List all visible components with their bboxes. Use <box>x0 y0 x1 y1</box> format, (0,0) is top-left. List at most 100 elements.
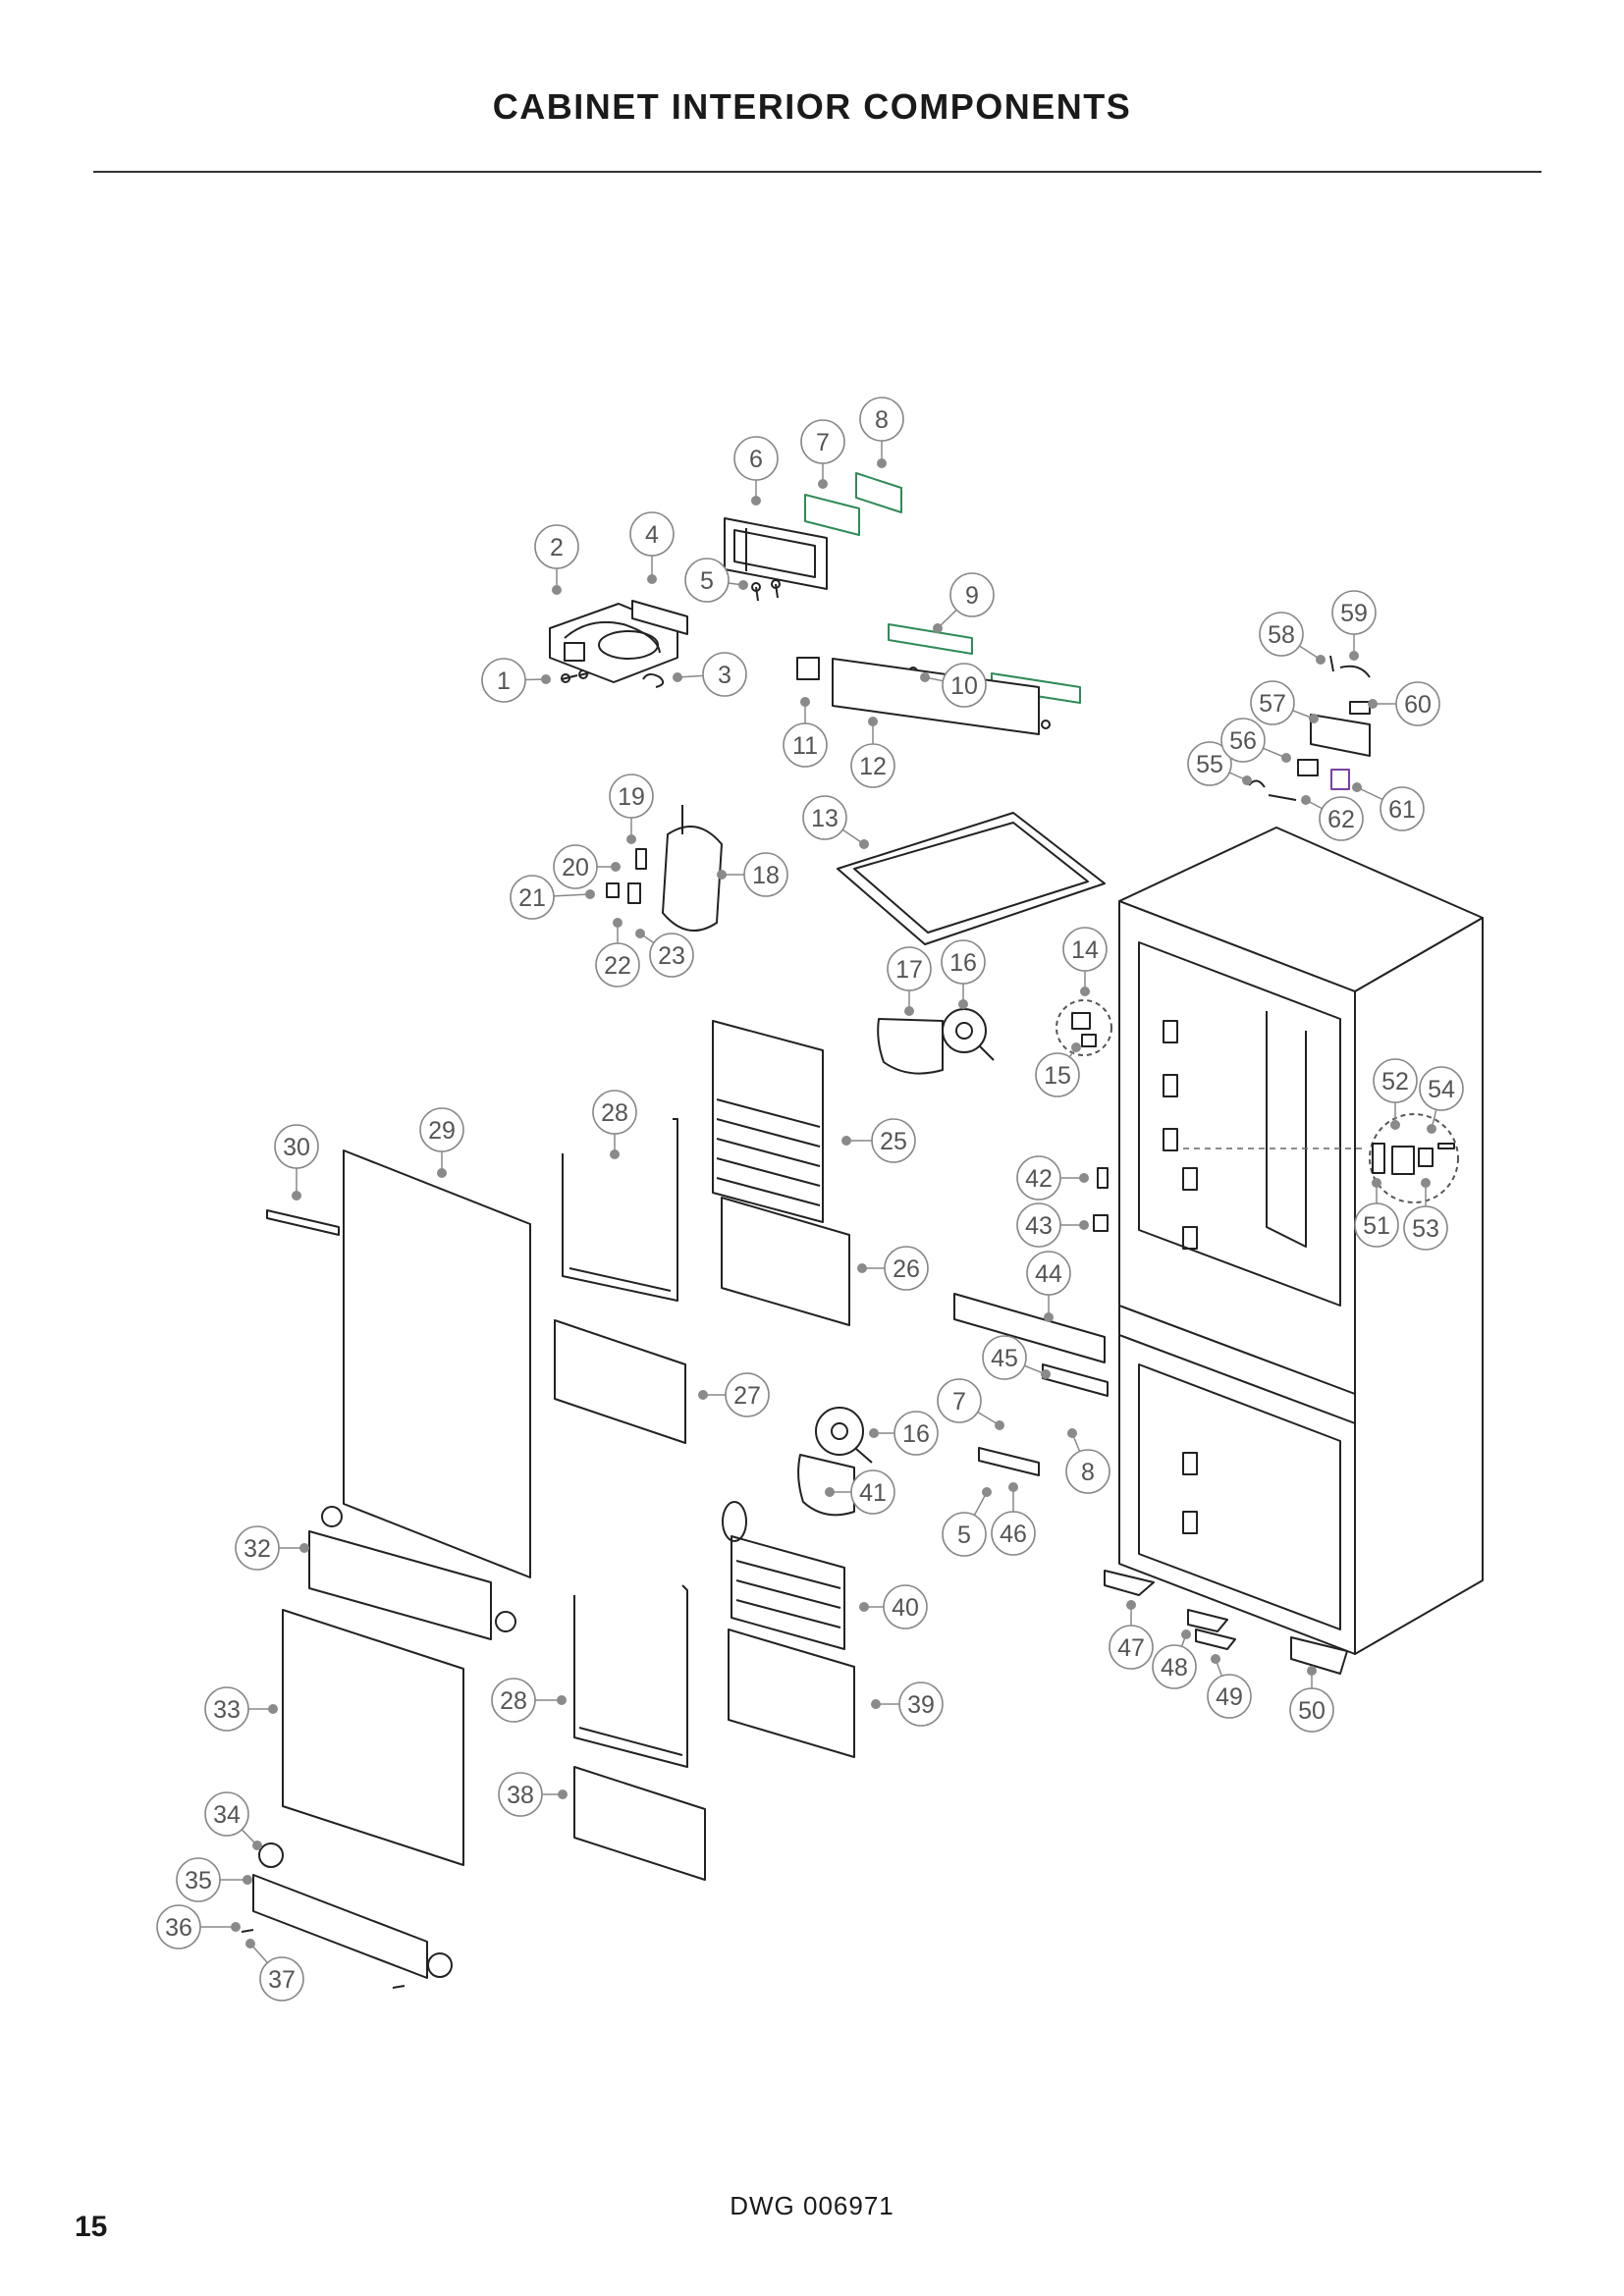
callout-22: 22 <box>595 918 640 988</box>
callout-7: 7 <box>800 419 845 489</box>
callout-label-36: 36 <box>165 1914 192 1942</box>
callout-label-35: 35 <box>185 1867 212 1895</box>
callout-circle-58 <box>1259 612 1304 657</box>
callout-dot-55 <box>1242 775 1252 785</box>
callout-circle-4 <box>629 511 675 557</box>
callout-dot-8 <box>1067 1428 1077 1438</box>
callout-dot-5 <box>738 580 748 590</box>
callout-label-6: 6 <box>749 446 763 473</box>
callout-dot-39 <box>871 1699 881 1709</box>
callout-dot-37 <box>245 1939 255 1949</box>
callout-14: 14 <box>1062 927 1108 996</box>
part-43 <box>1093 1214 1109 1232</box>
callout-dot-8 <box>877 458 887 468</box>
callout-46: 46 <box>991 1482 1036 1556</box>
callout-dot-54 <box>1427 1124 1436 1134</box>
callout-label-5: 5 <box>700 567 714 595</box>
page-number: 15 <box>75 2211 108 2243</box>
callout-circle-28 <box>491 1678 536 1723</box>
callout-label-15: 15 <box>1044 1062 1071 1090</box>
callout-label-3: 3 <box>718 662 731 689</box>
callout-dot-11 <box>800 697 810 707</box>
part-heater-28b <box>573 1584 688 1768</box>
callout-53: 53 <box>1403 1178 1448 1251</box>
callout-label-41: 41 <box>859 1479 887 1507</box>
callout-dot-1 <box>541 674 551 684</box>
callout-circle-37 <box>259 1956 304 2002</box>
part-evaporator-25 <box>712 1020 824 1223</box>
callout-label-60: 60 <box>1404 691 1432 719</box>
callout-dot-47 <box>1126 1600 1136 1610</box>
callout-label-62: 62 <box>1327 806 1355 833</box>
part-plate-8 <box>855 472 902 513</box>
callout-circle-5 <box>942 1512 987 1557</box>
part-badge-30 <box>266 1209 340 1236</box>
callout-dot-13 <box>859 839 869 849</box>
callout-36: 36 <box>156 1904 241 1949</box>
callout-dot-32 <box>299 1543 309 1553</box>
callout-dot-41 <box>825 1487 835 1497</box>
part-pad-11 <box>796 657 820 680</box>
callout-label-11: 11 <box>792 732 818 760</box>
callout-label-27: 27 <box>733 1382 761 1410</box>
callout-circle-7 <box>800 419 845 464</box>
part-61 <box>1330 769 1350 790</box>
part-trim-35 <box>252 1874 428 1979</box>
part-bumper-34 <box>258 1842 284 1868</box>
callout-circle-38 <box>498 1772 543 1817</box>
callout-circle-42 <box>1016 1155 1061 1201</box>
callout-3: 3 <box>673 652 747 697</box>
callout-label-30: 30 <box>283 1134 310 1161</box>
callout-circle-7 <box>937 1378 982 1423</box>
callout-label-51: 51 <box>1363 1212 1390 1240</box>
callout-circle-51 <box>1354 1202 1399 1248</box>
callout-8: 8 <box>1065 1428 1110 1494</box>
callout-label-4: 4 <box>645 521 659 549</box>
callout-circle-36 <box>156 1904 201 1949</box>
callout-45: 45 <box>982 1335 1051 1380</box>
callout-circle-15 <box>1035 1052 1080 1097</box>
callout-circle-48 <box>1152 1644 1197 1689</box>
callout-circle-28 <box>592 1090 637 1135</box>
callout-label-54: 54 <box>1428 1076 1455 1103</box>
callout-dot-40 <box>859 1602 869 1612</box>
callout-55: 55 <box>1187 741 1252 786</box>
part-45 <box>1042 1363 1109 1397</box>
callout-circle-53 <box>1403 1205 1448 1251</box>
callout-circle-30 <box>274 1124 319 1169</box>
callout-30: 30 <box>274 1124 319 1201</box>
callout-dot-14 <box>1080 987 1090 996</box>
callout-dot-28 <box>610 1149 620 1159</box>
callout-7: 7 <box>937 1378 1004 1430</box>
callout-label-33: 33 <box>213 1696 241 1724</box>
callout-circle-40 <box>883 1584 928 1629</box>
callout-label-1: 1 <box>497 667 511 695</box>
callout-leader-21 <box>553 893 591 897</box>
callout-9: 9 <box>933 572 995 633</box>
callout-label-10: 10 <box>950 672 978 700</box>
callout-dot-52 <box>1390 1120 1400 1130</box>
callout-49: 49 <box>1207 1654 1252 1719</box>
callout-23: 23 <box>635 929 694 978</box>
callout-dot-21 <box>585 889 595 899</box>
callout-circle-27 <box>725 1372 770 1417</box>
callout-61: 61 <box>1352 782 1425 831</box>
callout-label-38: 38 <box>507 1782 534 1809</box>
callout-circle-16 <box>941 939 986 985</box>
callout-dot-2 <box>552 585 562 595</box>
callout-32: 32 <box>235 1525 309 1571</box>
part-fan-housing-2 <box>549 603 678 683</box>
callout-12: 12 <box>850 717 895 788</box>
callout-circle-23 <box>649 933 694 978</box>
callout-dot-57 <box>1309 714 1319 723</box>
callout-26: 26 <box>857 1246 929 1291</box>
part-59 <box>1339 665 1371 678</box>
callout-label-28: 28 <box>601 1099 628 1127</box>
callout-2: 2 <box>534 524 579 595</box>
callout-circle-55 <box>1187 741 1232 786</box>
part-gasket-4 <box>631 600 688 635</box>
callout-label-21: 21 <box>518 884 546 912</box>
callout-40: 40 <box>859 1584 928 1629</box>
callout-dot-61 <box>1352 782 1362 792</box>
